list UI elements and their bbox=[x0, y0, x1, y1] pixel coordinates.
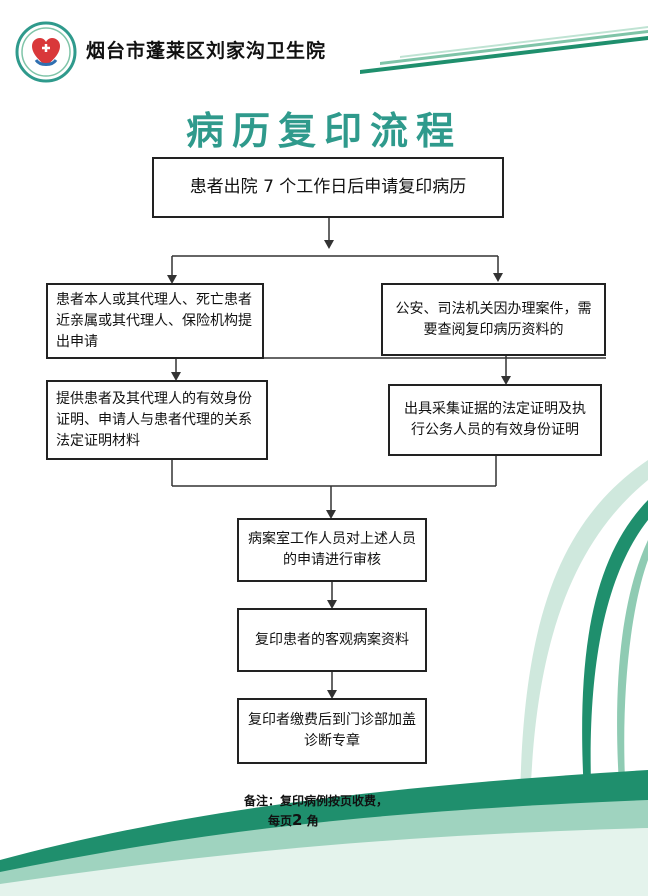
note-line-2-prefix: 每页 bbox=[268, 814, 293, 828]
step-right-documents: 出具采集证据的法定证明及执行公务人员的有效身份证明 bbox=[388, 384, 602, 456]
step-review: 病案室工作人员对上述人员的申请进行审核 bbox=[237, 518, 427, 582]
note-line-1: 备注：复印病例按页收费， bbox=[244, 794, 389, 808]
bottom-waves bbox=[0, 770, 648, 896]
note-line-2: 每页2 角 bbox=[268, 811, 319, 831]
right-swooshes bbox=[520, 460, 648, 820]
step-left-application: 患者本人或其代理人、死亡患者近亲属或其代理人、保险机构提出申请 bbox=[46, 283, 264, 359]
hospital-name: 烟台市蓬莱区刘家沟卫生院 bbox=[86, 40, 327, 62]
step-copy: 复印患者的客观病案资料 bbox=[237, 608, 427, 672]
page-title: 病历复印流程 bbox=[185, 109, 462, 153]
hospital-logo bbox=[15, 21, 77, 83]
flow-connectors bbox=[167, 218, 606, 699]
step-start: 患者出院 7 个工作日后申请复印病历 bbox=[152, 157, 504, 218]
step-final: 复印者缴费后到门诊部加盖诊断专章 bbox=[237, 698, 427, 764]
step-right-application: 公安、司法机关因办理案件，需要查阅复印病历资料的 bbox=[381, 283, 606, 356]
top-stripes bbox=[360, 26, 648, 74]
note-line-2-suffix: 角 bbox=[302, 814, 319, 828]
note-price-number: 2 bbox=[292, 811, 303, 829]
step-left-documents: 提供患者及其代理人的有效身份证明、申请人与患者代理的关系法定证明材料 bbox=[46, 380, 268, 460]
